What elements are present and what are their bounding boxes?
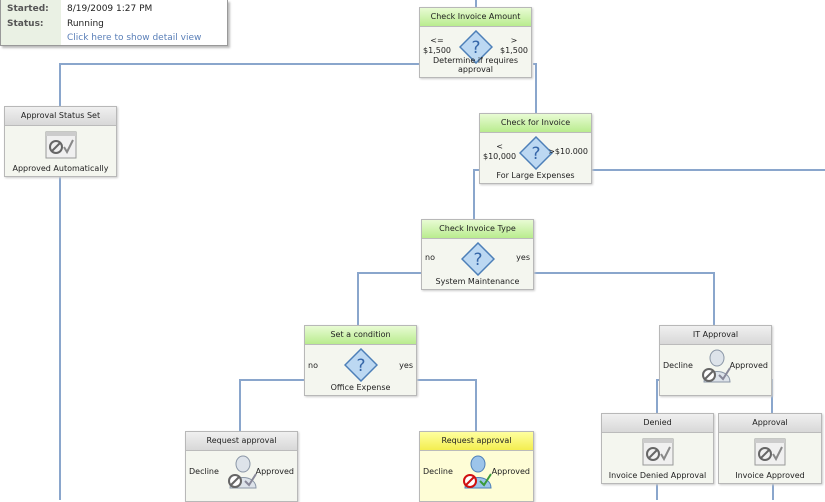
decision-diamond-icon: ? (458, 29, 493, 66)
branch-right-label: >$10.000 (548, 147, 588, 156)
node-description: Invoice Approved (735, 471, 805, 480)
branch-right-label: Approved (729, 361, 768, 370)
decision-diamond-icon: ? (343, 347, 378, 384)
branch-left-label: no (308, 361, 318, 370)
node-description: Invoice Denied Approval (608, 471, 707, 480)
started-value: 8/19/2009 1:27 PM (67, 4, 153, 14)
set-status-icon (642, 438, 674, 468)
node-approval[interactable]: Approval Invoice Approved (718, 413, 822, 484)
node-description: Approved Automatically (12, 164, 109, 173)
workflow-info-panel: Started: 8/19/2009 1:27 PM Status: Runni… (0, 0, 228, 46)
status-value: Running (67, 19, 104, 29)
node-title: Request approval (420, 432, 533, 451)
node-check-invoice-amount[interactable]: Check Invoice Amount <= $1,500 ? > $1,50… (419, 7, 532, 78)
branch-right-label: > $1,500 (500, 36, 528, 55)
node-description: For Large Expenses (496, 171, 575, 180)
started-label: Started: (7, 4, 49, 14)
svg-text:?: ? (473, 250, 482, 270)
approval-person-icon (698, 348, 734, 386)
branch-right-label: yes (516, 253, 530, 262)
node-title: Denied (602, 414, 713, 433)
branch-left-label: < $10,000 (483, 142, 517, 161)
node-description: Office Expense (330, 383, 391, 392)
node-title: Set a condition (305, 326, 416, 345)
node-it-approval[interactable]: IT Approval Decline Approved (659, 325, 772, 396)
branch-left-label: Decline (663, 361, 693, 370)
node-denied[interactable]: Denied Invoice Denied Approval (601, 413, 714, 484)
branch-left-label: Decline (189, 467, 219, 476)
branch-right-label: Approved (491, 467, 530, 476)
decision-diamond-icon: ? (518, 135, 553, 172)
branch-left-label: no (425, 253, 435, 262)
svg-text:?: ? (531, 144, 540, 164)
node-title: Check for Invoice (480, 114, 591, 133)
svg-text:?: ? (471, 38, 480, 58)
node-set-a-condition[interactable]: Set a condition no ? yes Office Expense (304, 325, 417, 396)
node-description: System Maintenance (435, 277, 520, 286)
node-approval-status-set[interactable]: Approval Status Set Approved Automatical… (4, 106, 117, 177)
approval-person-active-icon (459, 454, 495, 492)
node-title: Check Invoice Amount (420, 8, 531, 27)
node-request-approval[interactable]: Request approval Decline Approved (185, 431, 298, 502)
decision-diamond-icon: ? (460, 241, 495, 278)
node-title: IT Approval (660, 326, 771, 345)
node-title: Approval (719, 414, 821, 433)
detail-view-link[interactable]: Click here to show detail view (67, 33, 202, 43)
node-check-for-invoice[interactable]: Check for Invoice < $10,000 ? >$10.000 F… (479, 113, 592, 184)
status-label: Status: (7, 19, 44, 29)
svg-text:?: ? (356, 356, 365, 376)
branch-left-label: Decline (423, 467, 453, 476)
set-status-icon (45, 131, 77, 161)
node-check-invoice-type[interactable]: Check Invoice Type no ? yes System Maint… (421, 219, 534, 290)
branch-left-label: <= $1,500 (423, 36, 451, 55)
node-title: Approval Status Set (5, 107, 116, 126)
node-description: Determine if requires approval (432, 56, 519, 74)
branch-right-label: Approved (255, 467, 294, 476)
node-request-approval-active[interactable]: Request approval Decline Approved (419, 431, 534, 502)
set-status-icon (754, 438, 786, 468)
node-title: Request approval (186, 432, 297, 451)
node-title: Check Invoice Type (422, 220, 533, 239)
approval-person-icon (224, 454, 260, 492)
branch-right-label: yes (399, 361, 413, 370)
